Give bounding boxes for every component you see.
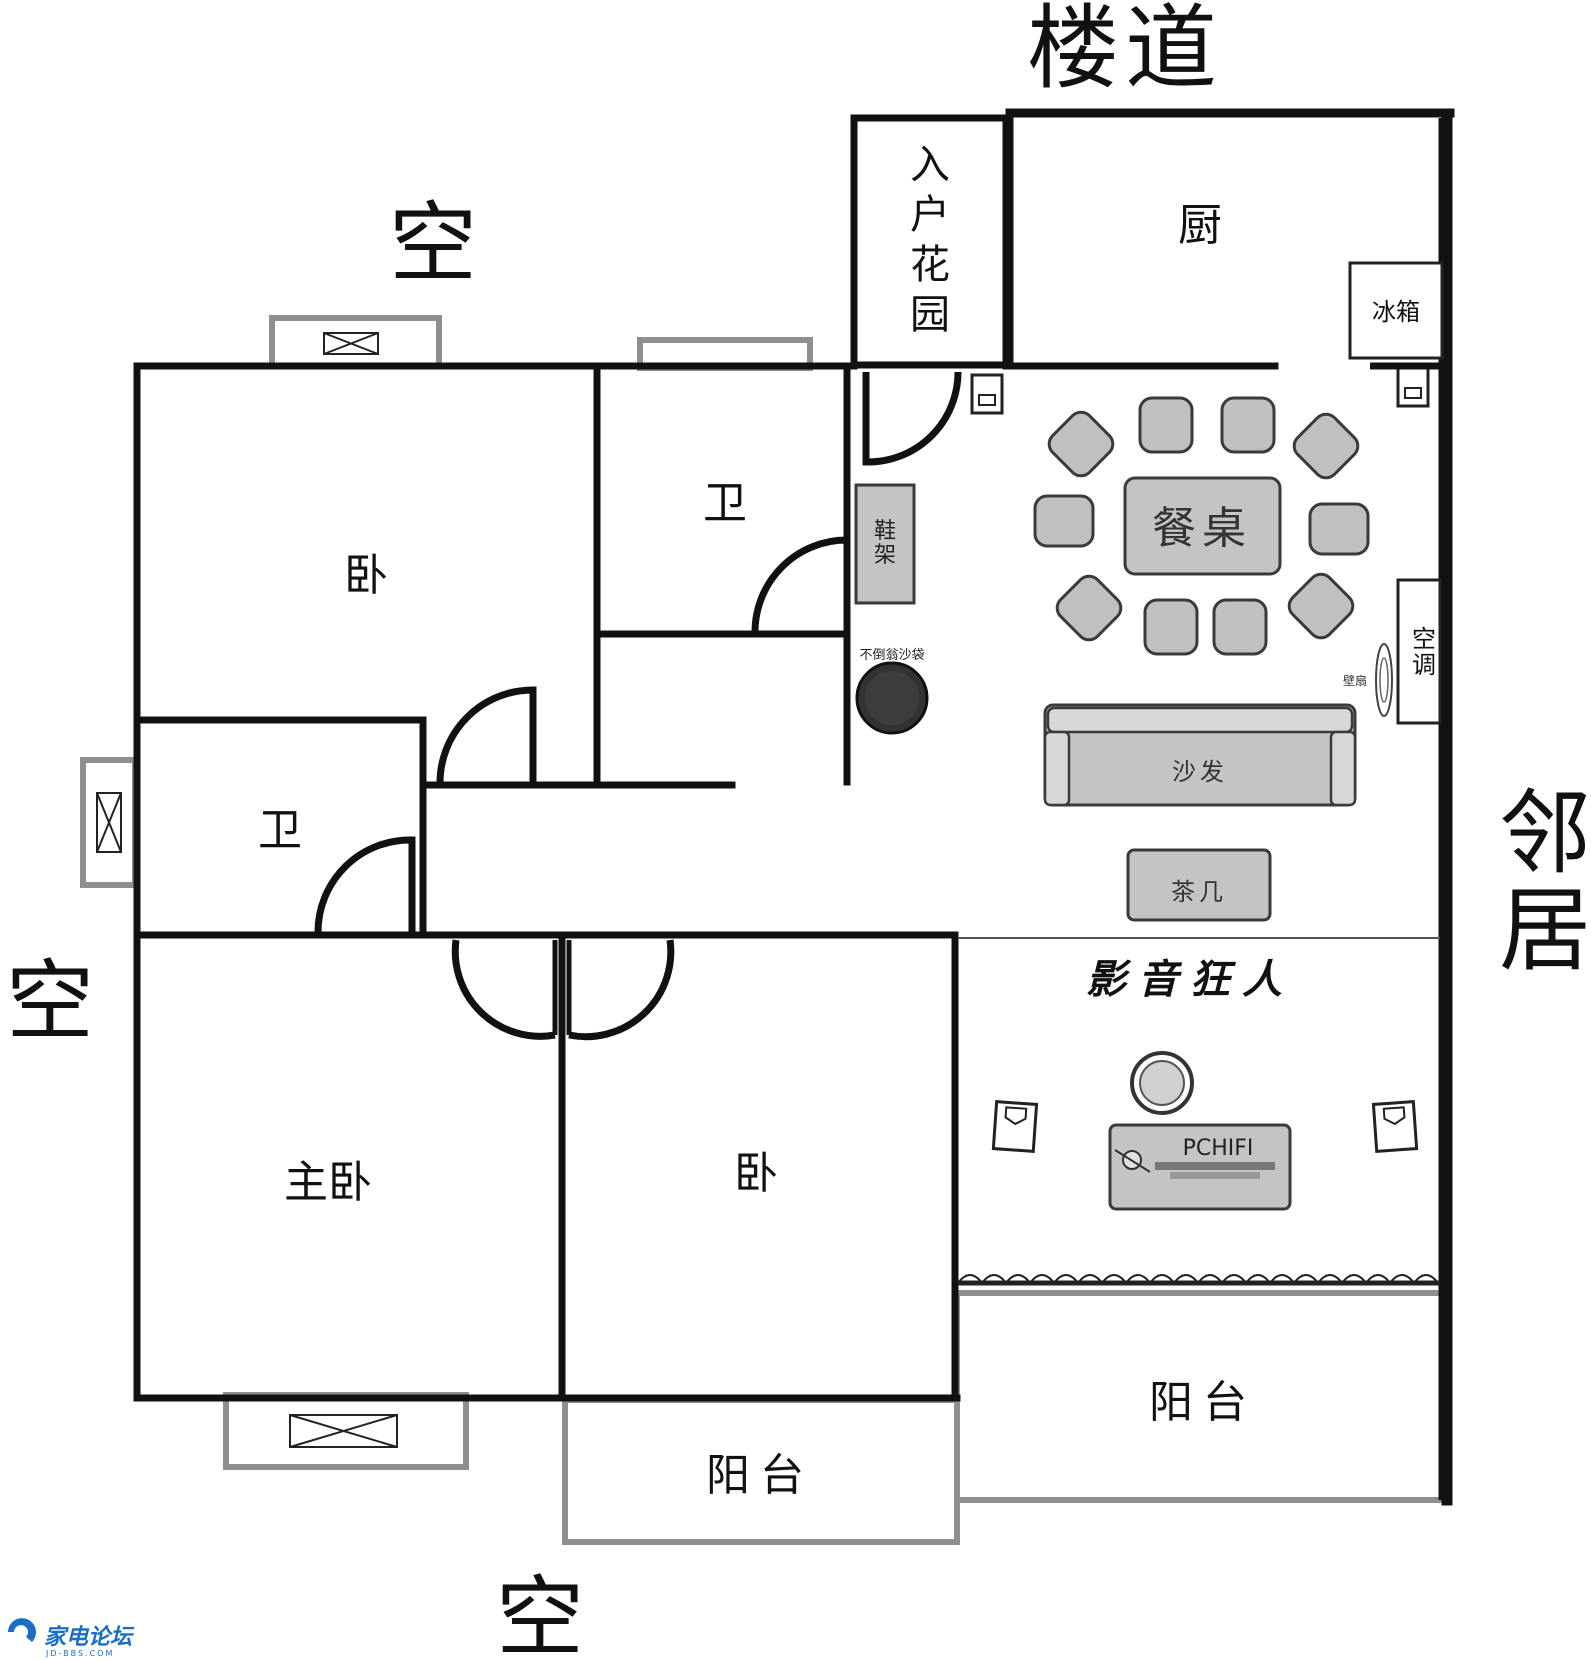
ac-char-2: 调 [1412,651,1436,679]
climate: 空 调 壁扇 [1343,578,1442,725]
empty-label-bottom: 空 [496,1566,584,1660]
dining-set: 餐桌 [1033,396,1370,656]
dining-chair [1292,412,1360,480]
bedroom-label-top: 卧 [344,550,388,601]
shoe-rack-char-2: 架 [874,543,896,568]
watermark-brand: 家电论坛 [44,1624,135,1650]
pc-desk-label: PCHIFI [1183,1136,1254,1161]
master-bedroom-label: 主卧 [284,1157,372,1208]
dining-chair [1287,572,1355,640]
speaker-left [991,1100,1039,1153]
dining-chair [1138,396,1194,454]
corridor-label: 楼道 [1027,0,1223,102]
kitchen-label: 厨 [1178,200,1222,251]
doors [314,371,962,1041]
dining-chair [1033,494,1095,548]
entry-garden-char-3: 花 [910,242,950,288]
empty-label-top: 空 [389,192,477,295]
fridge-label: 冰箱 [1372,298,1420,326]
wall-fan [1375,643,1393,717]
tea-table-label: 茶几 [1171,878,1227,906]
dining-chair [1055,574,1123,642]
dining-chair [1308,502,1370,556]
tea-table [1126,848,1272,922]
beanbag-label: 不倒翁沙袋 [859,648,924,663]
fridge [1348,261,1444,360]
empty-label-left: 空 [6,950,94,1053]
bathroom-label-top: 卫 [703,478,747,529]
speaker-right [1371,1100,1419,1153]
dining-table-label: 餐桌 [1152,503,1252,554]
dining-table [1123,476,1282,576]
watermark-url: JD-BBS.COM [45,1649,114,1658]
bedroom-label-bottom: 卧 [734,1148,778,1199]
watermark-logo: 家电论坛 JD-BBS.COM [8,1618,135,1658]
kitchen-fixtures: 冰箱 [970,261,1444,415]
bathroom-label-left: 卫 [258,805,302,856]
listening-room: 影音狂人 PCHIFI [991,956,1419,1211]
wall-fan-label: 壁扇 [1343,673,1367,688]
entry-garden-char-1: 入 [910,142,950,188]
dining-chair [1220,396,1276,454]
walls [133,108,1455,1506]
living-furniture: 沙发 茶几 [1043,703,1357,922]
balcony-label-right: 阳台 [1149,1377,1257,1428]
neighbor-label-2: 居 [1499,877,1591,984]
dining-chair [1143,598,1199,656]
neighbor-label-1: 邻 [1499,780,1591,887]
room-labels: 入 户 花 园 厨 卧 卫 卫 主卧 卧 阳台 阳台 [258,142,1257,1501]
air-conditioner [1396,578,1442,725]
windows [80,315,1445,1545]
entry-garden-char-2: 户 [910,192,950,238]
sofa-label: 沙发 [1172,758,1228,786]
entry-furniture: 鞋 架 不倒翁沙袋 [854,483,929,735]
dining-chair [1047,410,1115,478]
entry-garden-char-4: 园 [910,292,950,338]
shoe-rack [854,483,916,605]
balcony-label-bottom: 阳台 [706,1450,814,1501]
zone-label: 影音狂人 [1086,956,1294,1003]
ac-char-1: 空 [1412,625,1436,653]
shoe-rack-char-1: 鞋 [874,519,896,544]
dining-chair [1212,598,1268,656]
surrounding-labels: 楼道 空 空 空 邻 居 [6,0,1591,1660]
